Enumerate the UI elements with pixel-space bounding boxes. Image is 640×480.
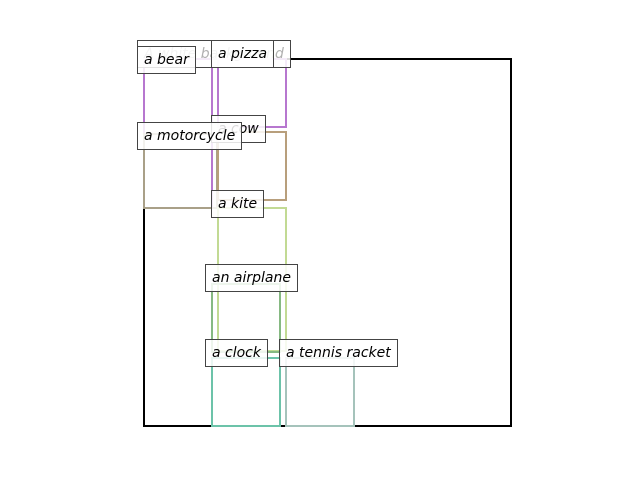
airplane-label: an airplane xyxy=(205,264,298,292)
tennis-racket-box xyxy=(285,357,355,427)
motorcycle-label: a motorcycle xyxy=(137,122,243,150)
clock-label: a clock xyxy=(205,339,268,367)
pizza-label: a pizza xyxy=(211,40,275,68)
clock-box xyxy=(211,357,281,427)
kite-label: a kite xyxy=(211,190,265,218)
tennis-racket-label: a tennis racket xyxy=(279,339,398,367)
bear-label: a bear xyxy=(137,46,196,74)
